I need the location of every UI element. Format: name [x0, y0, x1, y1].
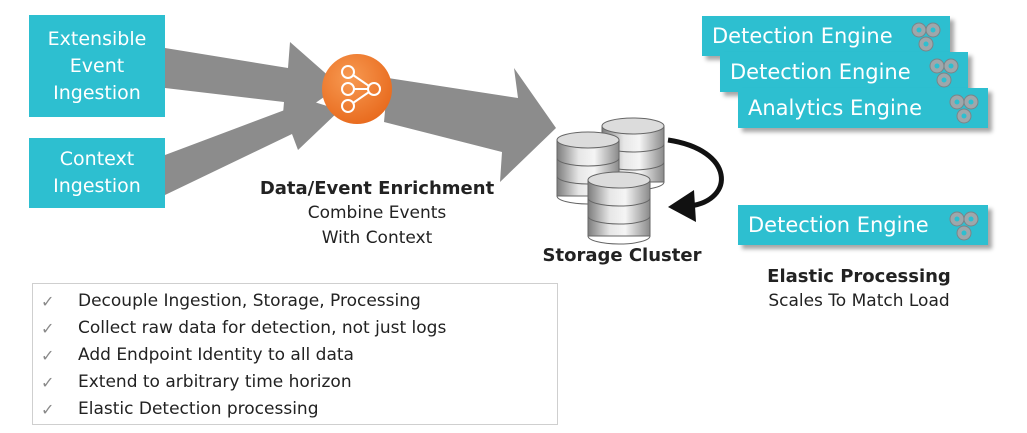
- enrichment-title: Data/Event Enrichment: [259, 178, 495, 199]
- engine-label: Detection Engine: [730, 60, 911, 84]
- engine-label: Analytics Engine: [748, 96, 923, 120]
- storage-caption: Storage Cluster: [532, 243, 712, 268]
- storage-title: Storage Cluster: [542, 245, 702, 266]
- arrow-context-to-enrichment: [165, 92, 340, 195]
- engine-card: Detection Engine: [702, 16, 950, 56]
- check-icon: ✓: [41, 292, 55, 311]
- enrichment-line-1: Combine Events: [307, 203, 447, 223]
- arrow-enrichment-to-storage: [384, 68, 556, 182]
- check-icon: ✓: [41, 373, 55, 392]
- check-icon: ✓: [41, 319, 55, 338]
- database-icon: [587, 171, 651, 245]
- context-ingestion-box: Context Ingestion: [29, 138, 165, 208]
- checklist-item-text: Elastic Detection processing: [78, 399, 319, 419]
- checklist-item-text: Extend to arbitrary time horizon: [78, 372, 352, 392]
- elastic-subtitle: Scales To Match Load: [768, 291, 950, 311]
- context-ingestion-label: Context Ingestion: [53, 148, 141, 197]
- checklist-item-text: Collect raw data for detection, not just…: [78, 318, 447, 338]
- feedback-arrow-icon: [667, 137, 724, 222]
- enrichment-caption: Data/Event Enrichment Combine Events Wit…: [246, 176, 508, 251]
- elastic-title: Elastic Processing: [767, 266, 951, 287]
- checklist-item-text: Decouple Ingestion, Storage, Processing: [78, 291, 421, 311]
- checklist-item-text: Add Endpoint Identity to all data: [78, 345, 354, 365]
- enrichment-node-icon: [322, 54, 392, 124]
- elastic-engine-card: Detection Engine: [738, 205, 988, 245]
- elastic-engine-label: Detection Engine: [748, 213, 929, 237]
- elastic-caption: Elastic Processing Scales To Match Load: [730, 264, 988, 314]
- gears-icon: [929, 58, 959, 88]
- check-icon: ✓: [41, 400, 55, 419]
- check-icon: ✓: [41, 346, 55, 365]
- event-ingestion-box: Extensible Event Ingestion: [29, 15, 165, 117]
- engine-card: Analytics Engine: [738, 88, 988, 128]
- gears-icon: [949, 211, 979, 241]
- engine-card: Detection Engine: [720, 52, 968, 92]
- enrichment-line-2: With Context: [321, 228, 433, 248]
- engine-label: Detection Engine: [712, 24, 893, 48]
- event-ingestion-label: Extensible Event Ingestion: [47, 27, 147, 104]
- gears-icon: [911, 22, 941, 52]
- gears-icon: [949, 94, 979, 124]
- checklist-panel: ✓ Decouple Ingestion, Storage, Processin…: [32, 283, 558, 425]
